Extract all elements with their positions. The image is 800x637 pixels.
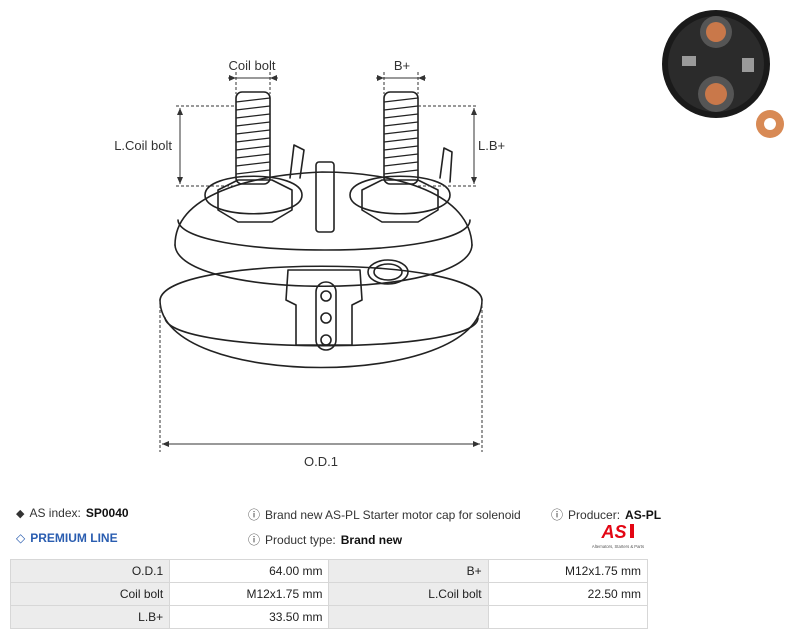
dim-l-b-plus-label: L.B+ <box>478 138 505 153</box>
spec-key: L.Coil bolt <box>328 582 489 606</box>
dim-coil-bolt-label: Coil bolt <box>229 58 276 73</box>
spec-key: O.D.1 <box>9 559 171 583</box>
producer: ⓘ Producer: AS-PL <box>551 506 661 523</box>
as-pl-logo: AS Alternators, Starters & Parts <box>592 522 644 549</box>
dimension-arrows <box>162 75 480 447</box>
table-row: L.B+ 33.50 mm <box>9 605 649 629</box>
dim-b-plus-label: B+ <box>394 58 410 73</box>
producer-value: AS-PL <box>625 507 662 522</box>
spec-key: L.B+ <box>9 605 171 629</box>
solenoid-cap-outline <box>159 91 483 369</box>
spec-value: M12x1.75 mm <box>487 559 649 583</box>
spec-value: 22.50 mm <box>487 582 649 606</box>
table-row: Coil bolt M12x1.75 mm L.Coil bolt 22.50 … <box>9 582 649 606</box>
as-index-value: SP0040 <box>85 506 129 520</box>
premium-line-label: PREMIUM LINE <box>30 531 118 545</box>
description-text: Brand new AS-PL Starter motor cap for so… <box>265 507 521 522</box>
spec-value <box>487 605 649 629</box>
product-type-value: Brand new <box>340 532 403 547</box>
diamond-icon: ◇ <box>16 531 26 545</box>
technical-drawing: Coil bolt B+ L.Coil bolt L.B+ O.D.1 <box>114 58 505 469</box>
info-icon: ⓘ <box>551 508 564 522</box>
specs-table: O.D.1 64.00 mm B+ M12x1.75 mm Coil bolt … <box>9 559 649 629</box>
spec-key <box>328 605 489 629</box>
bolt-threads <box>235 97 419 175</box>
logo-tagline: Alternators, Starters & Parts <box>592 544 644 549</box>
premium-line-badge: ◇ PREMIUM LINE <box>16 531 118 545</box>
spec-value: 64.00 mm <box>169 559 330 583</box>
logo-mark: AS <box>600 522 626 542</box>
producer-label: Producer: <box>568 507 621 522</box>
product-photo[interactable] <box>658 4 798 144</box>
dim-l-coil-bolt-label: L.Coil bolt <box>114 138 172 153</box>
spec-value: 33.50 mm <box>169 605 330 629</box>
info-icon: ⓘ <box>248 508 261 522</box>
info-icon: ⓘ <box>248 533 261 547</box>
spec-key: Coil bolt <box>9 582 171 606</box>
product-type-label: Product type: <box>265 532 336 547</box>
dim-od1-label: O.D.1 <box>304 454 338 469</box>
spec-value: M12x1.75 mm <box>169 582 330 606</box>
tag-icon: ◆ <box>16 507 25 520</box>
as-index-label: AS index: <box>29 506 81 520</box>
as-index: ◆ AS index: SP0040 <box>16 506 129 520</box>
dimension-lines <box>159 72 483 452</box>
table-row: O.D.1 64.00 mm B+ M12x1.75 mm <box>9 559 649 583</box>
spec-key: B+ <box>328 559 489 583</box>
product-type: ⓘ Product type: Brand new <box>248 531 402 548</box>
description: ⓘ Brand new AS-PL Starter motor cap for … <box>248 506 521 523</box>
